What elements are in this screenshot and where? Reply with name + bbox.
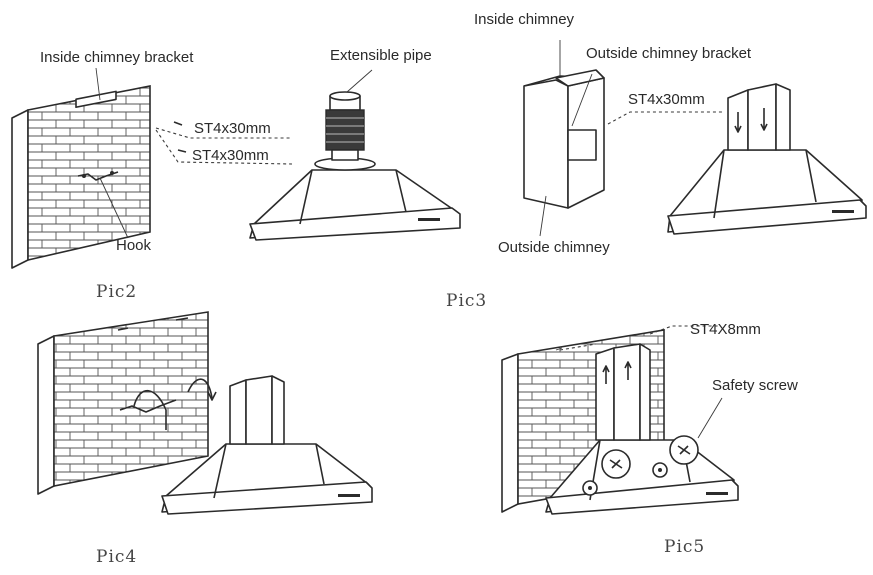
label-screw-st4x30-a: ST4x30mm	[194, 120, 271, 137]
extensible-pipe	[325, 91, 365, 161]
pic4-figure: Pic4	[37, 311, 373, 567]
pic2-wall-side	[11, 109, 29, 269]
caption-pic3: Pic3	[446, 291, 487, 311]
caption-pic2: Pic2	[96, 282, 137, 302]
label-extensible-pipe: Extensible pipe	[330, 47, 432, 64]
pic2-range-hood	[249, 157, 461, 241]
pic3-range-hood	[667, 83, 867, 235]
safety-screw-markers	[582, 435, 699, 496]
label-screw-st4x30-b: ST4x30mm	[192, 147, 269, 164]
outside-chimney	[523, 79, 569, 209]
pic4-wall-side	[37, 335, 55, 495]
pic4-range-hood	[161, 375, 373, 515]
pic4-brick-wall	[53, 311, 209, 487]
caption-pic5: Pic5	[664, 537, 705, 557]
pic2-brick-wall	[27, 85, 151, 262]
pic2-figure: Inside chimney bracket Extensible pipe S…	[11, 47, 461, 302]
label-screw-st4x30-c: ST4x30mm	[628, 91, 705, 108]
label-inside-chimney-bracket: Inside chimney bracket	[40, 49, 194, 66]
label-hook: Hook	[116, 237, 152, 254]
pic4-hook-arrow	[133, 389, 167, 430]
pic5-wall-side	[501, 353, 519, 513]
pic2-inside-chimney-bracket	[75, 90, 117, 109]
label-outside-chimney: Outside chimney	[498, 239, 610, 256]
pic5-figure: ST4X8mm Safety screw Pic5	[501, 321, 798, 557]
label-screw-st4x8: ST4X8mm	[690, 321, 761, 338]
label-safety-screw: Safety screw	[712, 377, 798, 394]
label-inside-chimney: Inside chimney	[474, 11, 575, 28]
caption-pic4: Pic4	[96, 547, 137, 567]
pic3-figure: Inside chimney Outside chimney bracket S…	[446, 11, 867, 311]
label-outside-chimney-bracket: Outside chimney bracket	[586, 45, 752, 62]
